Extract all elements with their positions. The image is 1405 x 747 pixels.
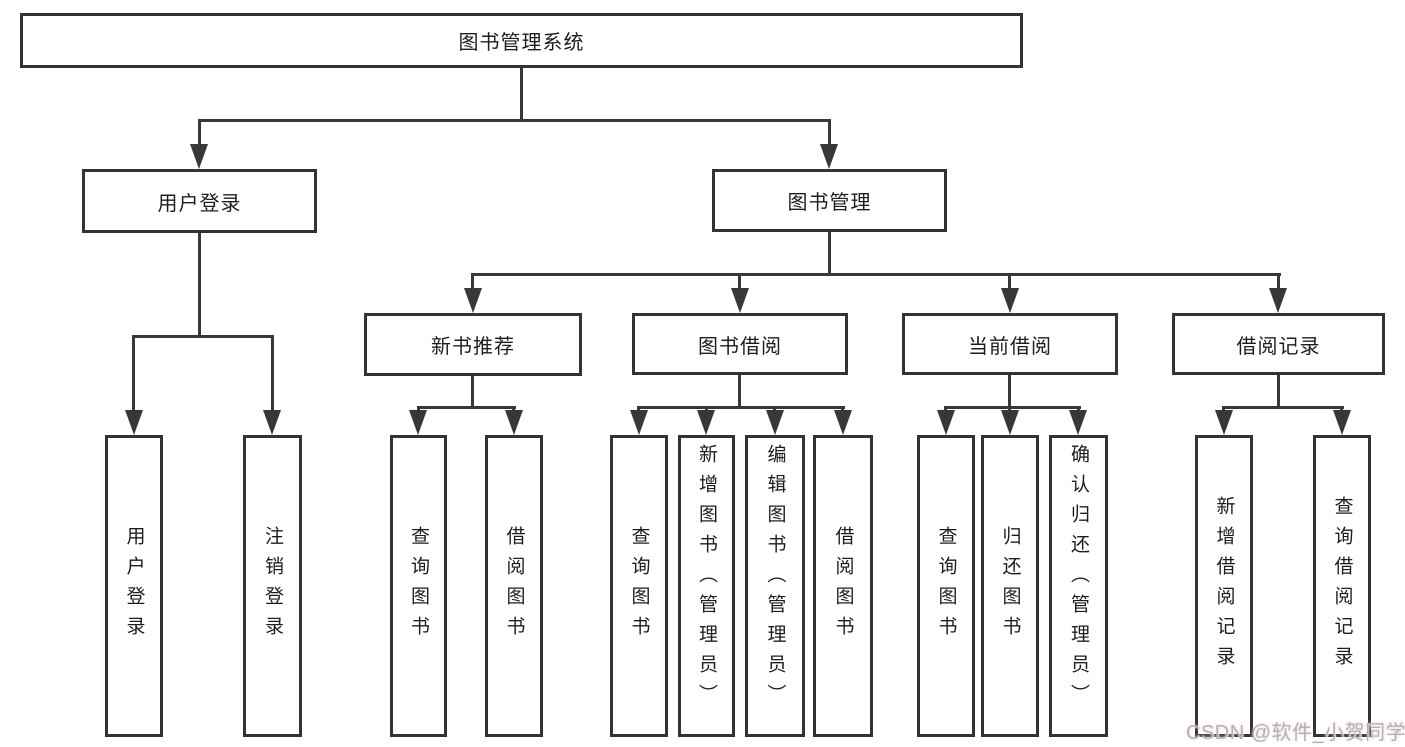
leaf-edit-book-admin-label: 编辑图书（管理员） (764, 444, 786, 714)
arrowhead-to-book-borrow (731, 288, 749, 313)
arrowhead-to-book-management (820, 144, 838, 169)
leaf-user-login-label: 用户登录 (123, 526, 145, 646)
csdn-watermark: CSDN @软件_小贺同学 (1186, 722, 1405, 744)
connector-book-mgmt-drop-4 (1277, 273, 1280, 295)
connector-user-login-hline (132, 335, 274, 338)
arrowhead-to-new-book-rec (464, 288, 482, 313)
node-borrowing-records: 借阅记录 (1172, 313, 1385, 375)
leaf-add-borrow-record-label: 新增借阅记录 (1213, 496, 1235, 676)
arrowhead-to-edit-book-admin (766, 410, 784, 435)
node-borrowing-records-label: 借阅记录 (1236, 335, 1321, 358)
arrowhead-to-query-book-1 (409, 410, 427, 435)
connector-book-borrow-stub (738, 375, 741, 409)
arrowhead-to-query-borrow-record (1333, 410, 1351, 435)
node-book-management: 图书管理 (712, 169, 947, 232)
connector-user-login-drop-2 (271, 335, 274, 415)
arrowhead-to-query-book-2 (630, 410, 648, 435)
arrowhead-to-borrow-records (1269, 288, 1287, 313)
arrowhead-to-borrow-book-2 (834, 410, 852, 435)
leaf-confirm-return-admin: 确认归还（管理员） (1049, 435, 1108, 737)
leaf-borrow-book-1-label: 借阅图书 (503, 526, 525, 646)
leaf-add-book-admin: 新增图书（管理员） (678, 435, 735, 737)
connector-new-book-rec-hline (417, 406, 516, 409)
arrowhead-to-current-borrow (1001, 288, 1019, 313)
leaf-query-book-2-label: 查询图书 (628, 526, 650, 646)
node-new-book-recommendation: 新书推荐 (364, 313, 582, 376)
node-new-book-recommendation-label: 新书推荐 (431, 336, 515, 358)
connector-borrow-records-stub (1277, 375, 1280, 409)
node-current-borrowing: 当前借阅 (902, 313, 1118, 375)
arrowhead-to-query-book-3 (937, 410, 955, 435)
arrowhead-to-leaf-user-login (125, 410, 143, 435)
leaf-borrow-book-2-label: 借阅图书 (832, 526, 854, 646)
arrowhead-to-confirm-return-admin (1069, 410, 1087, 435)
connector-borrow-records-hline (1222, 406, 1344, 409)
node-user-login-label: 用户登录 (157, 192, 242, 215)
leaf-add-book-admin-label: 新增图书（管理员） (696, 444, 717, 714)
connector-book-mgmt-stub (828, 232, 831, 276)
node-current-borrowing-label: 当前借阅 (968, 335, 1052, 358)
node-library-management-system: 图书管理系统 (20, 13, 1023, 68)
node-book-borrowing: 图书借阅 (632, 313, 848, 375)
connector-root-drop-left (198, 119, 201, 150)
connector-current-borrow-hline (944, 406, 1081, 409)
connector-book-mgmt-drop-3 (1008, 273, 1011, 295)
node-book-management-label: 图书管理 (787, 192, 872, 214)
connector-new-book-rec-stub (471, 376, 474, 409)
connector-book-mgmt-hline (471, 273, 1281, 276)
arrowhead-to-leaf-logout (263, 410, 281, 435)
connector-book-borrow-hline (637, 406, 845, 409)
leaf-query-borrow-record: 查询借阅记录 (1313, 435, 1371, 737)
leaf-add-borrow-record: 新增借阅记录 (1195, 435, 1253, 737)
leaf-query-book-2: 查询图书 (610, 435, 668, 737)
connector-user-login-drop-1 (132, 335, 135, 415)
arrowhead-to-add-book-admin (697, 410, 715, 435)
leaf-query-book-3-label: 查询图书 (935, 526, 957, 646)
connector-book-mgmt-drop-1 (471, 273, 474, 295)
connector-current-borrow-stub (1008, 375, 1011, 409)
connector-user-login-stub (198, 233, 201, 338)
leaf-edit-book-admin: 编辑图书（管理员） (745, 435, 805, 737)
leaf-query-book-1-label: 查询图书 (408, 526, 429, 646)
leaf-query-book-3: 查询图书 (917, 435, 975, 737)
connector-book-mgmt-drop-2 (738, 273, 741, 295)
leaf-borrow-book-2: 借阅图书 (813, 435, 873, 737)
leaf-user-login: 用户登录 (105, 435, 163, 737)
leaf-query-borrow-record-label: 查询借阅记录 (1331, 496, 1353, 676)
leaf-borrow-book-1: 借阅图书 (485, 435, 543, 737)
leaf-query-book-1: 查询图书 (390, 435, 447, 737)
leaf-logout: 注销登录 (243, 435, 302, 737)
arrowhead-to-add-borrow-record (1215, 410, 1233, 435)
connector-root-hline (198, 119, 831, 122)
arrowhead-to-borrow-book-1 (505, 410, 523, 435)
arrowhead-to-return-book (1001, 410, 1019, 435)
node-library-management-system-label: 图书管理系统 (458, 32, 585, 54)
node-user-login: 用户登录 (82, 169, 317, 233)
leaf-return-book-label: 归还图书 (999, 526, 1021, 646)
connector-root-drop-right (828, 119, 831, 150)
node-book-borrowing-label: 图书借阅 (698, 335, 782, 358)
connector-root-stub (520, 68, 523, 122)
leaf-logout-label: 注销登录 (262, 526, 283, 646)
leaf-return-book: 归还图书 (981, 435, 1039, 737)
leaf-confirm-return-admin-label: 确认归还（管理员） (1068, 444, 1089, 714)
arrowhead-to-user-login (190, 144, 208, 169)
